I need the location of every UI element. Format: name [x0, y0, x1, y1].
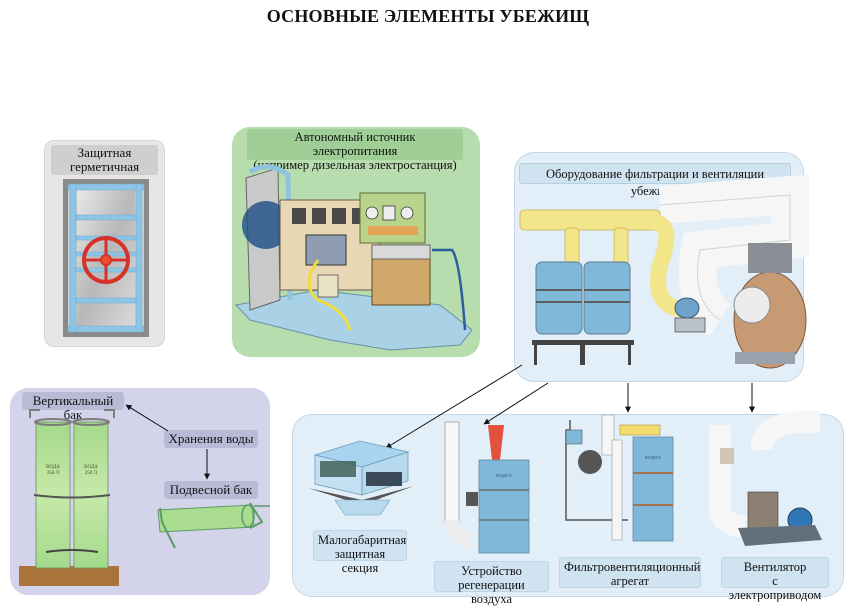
generator-label: Автономный источник электропитания (напр… — [247, 129, 463, 172]
air-regenerator-label: Устройство регенерации воздуха — [434, 561, 549, 606]
tank-1-text-line-2: 250 Л — [46, 471, 60, 476]
generator-label-line-2: (например дизельная электростанция) — [253, 158, 457, 172]
electric-fan-label-line-1: Вентилятор — [743, 560, 807, 574]
air-regenerator-label-line-1: Устройство — [461, 564, 522, 578]
door-label-line-1: Защитная — [77, 145, 132, 160]
tank-2-text-line-2: 250 Л — [84, 471, 98, 476]
coolant-pipe — [248, 164, 293, 301]
arrow-to-compact-section — [385, 364, 523, 449]
tank-2-text-line-1: ВОДА — [84, 465, 98, 470]
exhaust-cable — [432, 248, 467, 331]
tank-1-text-line-1: ВОДА — [46, 465, 60, 470]
electric-fan-label-line-2: с электроприводом — [728, 574, 822, 602]
fuel-hose — [307, 259, 352, 331]
vertical-tank-label: Вертикальный бак — [22, 392, 124, 422]
flexible-yellow-duct — [650, 214, 691, 318]
hanging-tank-label: Подвесной бак — [164, 481, 258, 499]
generator-label-line-1: Автономный источник электропитания — [294, 130, 416, 158]
door-label: Защитная герметичная дверь — [51, 145, 158, 188]
compact-section-label-line-2: защитная секция — [334, 547, 386, 575]
compact-section-label: Малогабаритная защитная секция — [313, 530, 407, 575]
drum-bands — [536, 289, 630, 303]
air-regenerator-label-line-2: регенерации воздуха — [458, 578, 525, 606]
compact-section-label-line-1: Малогабаритная — [318, 533, 407, 547]
filter-ventilation-unit-label-line-1: Фильтровентиляционный — [564, 560, 701, 574]
fvu-drum-text: ВОЗДУХ — [645, 455, 661, 460]
arrow-to-vertical-tank — [125, 404, 169, 432]
arrow-to-air-regenerator — [483, 382, 549, 425]
page-title: ОСНОВНЫЕ ЭЛЕМЕНТЫ УБЕЖИЩ — [266, 6, 590, 26]
electric-fan-label: Вентилятор с электроприводом — [721, 557, 829, 602]
tank-1-text: ВОДА 250 Л — [38, 465, 68, 477]
water-storage-label: Хранения воды — [164, 430, 258, 448]
filter-ventilation-unit-label-line-2: агрегат — [610, 574, 650, 588]
door-label-line-2: герметичная дверь — [69, 159, 140, 188]
tank-2-text: ВОДА 250 Л — [76, 465, 106, 477]
filter-ventilation-unit-label: Фильтровентиляционный агрегат — [559, 557, 701, 588]
regenerator-drum-text: ВОЗДУХ — [496, 473, 512, 478]
